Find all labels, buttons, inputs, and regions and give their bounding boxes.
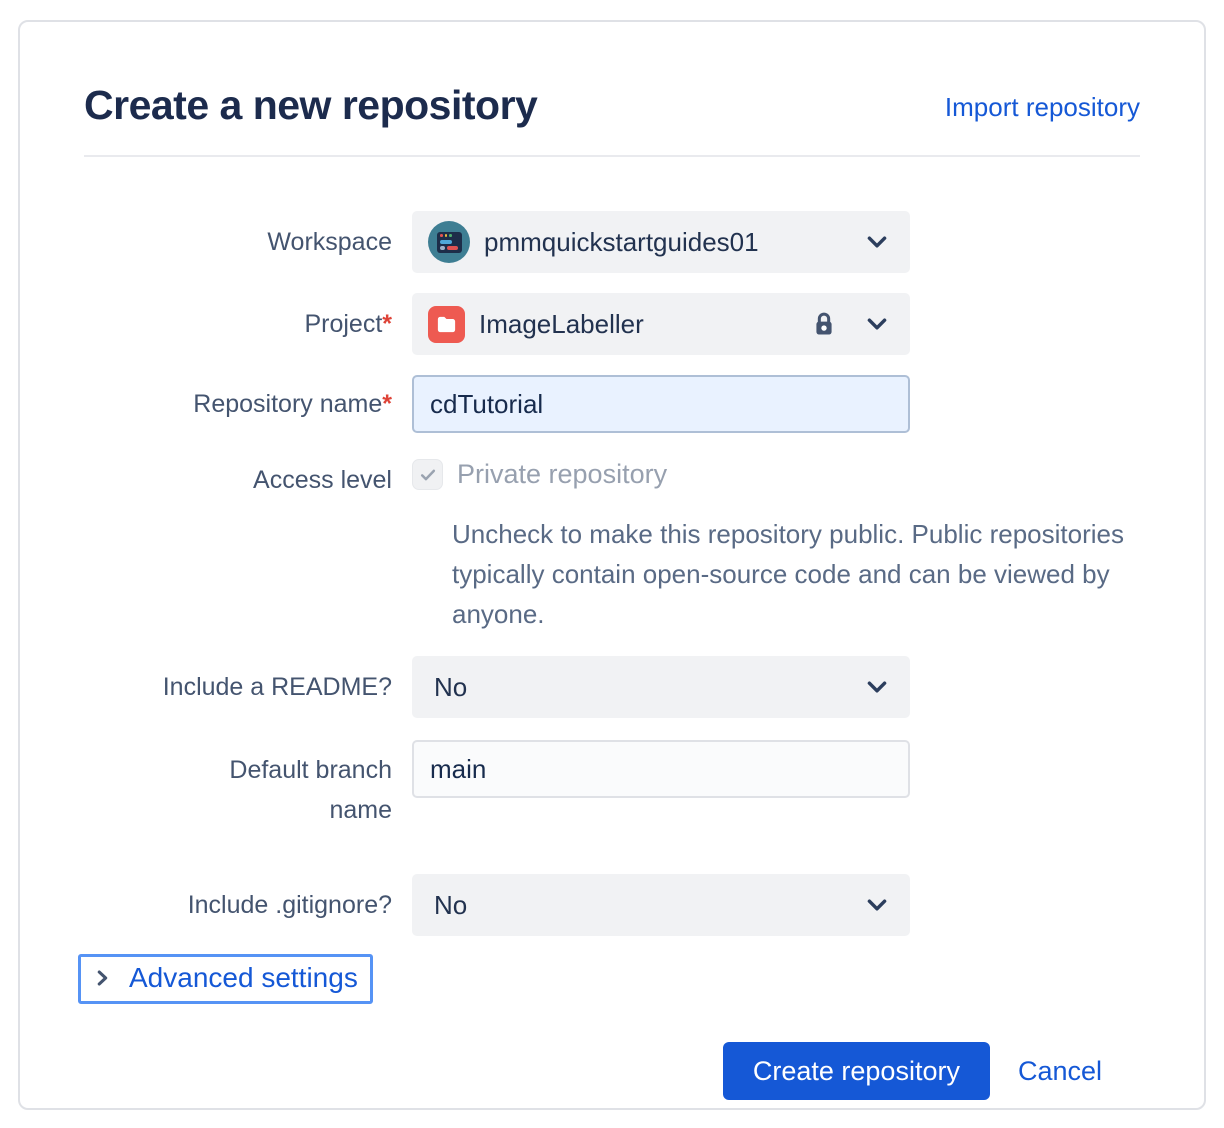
form-row-default-branch: Default branch name <box>84 740 1140 830</box>
form-row-access-level: Access level Private repository Uncheck … <box>84 459 1140 634</box>
form-row-project: Project* ImageLabeller <box>84 293 1140 355</box>
form-row-include-gitignore: Include .gitignore? No <box>84 874 1140 936</box>
checkmark-icon <box>420 469 435 480</box>
create-repository-dialog: Create a new repository Import repositor… <box>18 20 1206 1110</box>
form-row-workspace: Workspace pmmquickstartguides01 <box>84 211 1140 273</box>
private-repository-label: Private repository <box>457 459 668 489</box>
create-repository-button[interactable]: Create repository <box>722 1042 990 1100</box>
page-title: Create a new repository <box>84 82 538 128</box>
workspace-label: Workspace <box>267 228 392 256</box>
access-level-help-text: Uncheck to make this repository public. … <box>452 519 1124 629</box>
include-readme-value: No <box>434 671 468 702</box>
chevron-down-icon <box>867 899 887 911</box>
chevron-right-icon <box>97 970 108 986</box>
repository-name-label: Repository name <box>193 390 383 418</box>
include-readme-label: Include a README? <box>162 673 392 701</box>
include-gitignore-value: No <box>434 889 468 920</box>
include-readme-select[interactable]: No <box>412 656 910 718</box>
workspace-select[interactable]: pmmquickstartguides01 <box>412 211 910 273</box>
lock-icon <box>816 312 832 335</box>
project-avatar-icon <box>428 305 465 343</box>
workspace-value: pmmquickstartguides01 <box>484 226 759 257</box>
workspace-avatar-icon <box>428 221 470 263</box>
project-value: ImageLabeller <box>479 308 644 339</box>
required-marker: * <box>382 310 392 338</box>
dialog-header: Create a new repository Import repositor… <box>84 82 1140 129</box>
chevron-down-icon <box>867 236 887 248</box>
import-repository-link[interactable]: Import repository <box>944 92 1140 122</box>
project-select[interactable]: ImageLabeller <box>412 293 910 355</box>
header-divider <box>84 155 1140 157</box>
form-row-include-readme: Include a README? No <box>84 656 1140 718</box>
advanced-settings-toggle[interactable]: Advanced settings <box>78 954 373 1004</box>
default-branch-input[interactable] <box>412 740 910 798</box>
create-repository-form: Workspace pmmquickstartguides01 <box>78 211 1140 1100</box>
chevron-down-icon <box>867 318 887 330</box>
dialog-actions: Create repository Cancel <box>84 1042 1140 1100</box>
repository-name-input[interactable] <box>412 375 910 433</box>
chevron-down-icon <box>867 681 887 693</box>
default-branch-label: Default branch name <box>229 756 392 824</box>
private-repository-checkbox[interactable] <box>412 459 443 490</box>
access-level-label: Access level <box>253 466 392 494</box>
include-gitignore-select[interactable]: No <box>412 874 910 936</box>
project-label: Project <box>304 310 383 338</box>
include-gitignore-label: Include .gitignore? <box>187 891 392 919</box>
required-marker: * <box>382 390 392 418</box>
advanced-settings-label: Advanced settings <box>129 962 358 993</box>
form-row-repository-name: Repository name* <box>84 375 1140 433</box>
cancel-button[interactable]: Cancel <box>1017 1055 1102 1086</box>
